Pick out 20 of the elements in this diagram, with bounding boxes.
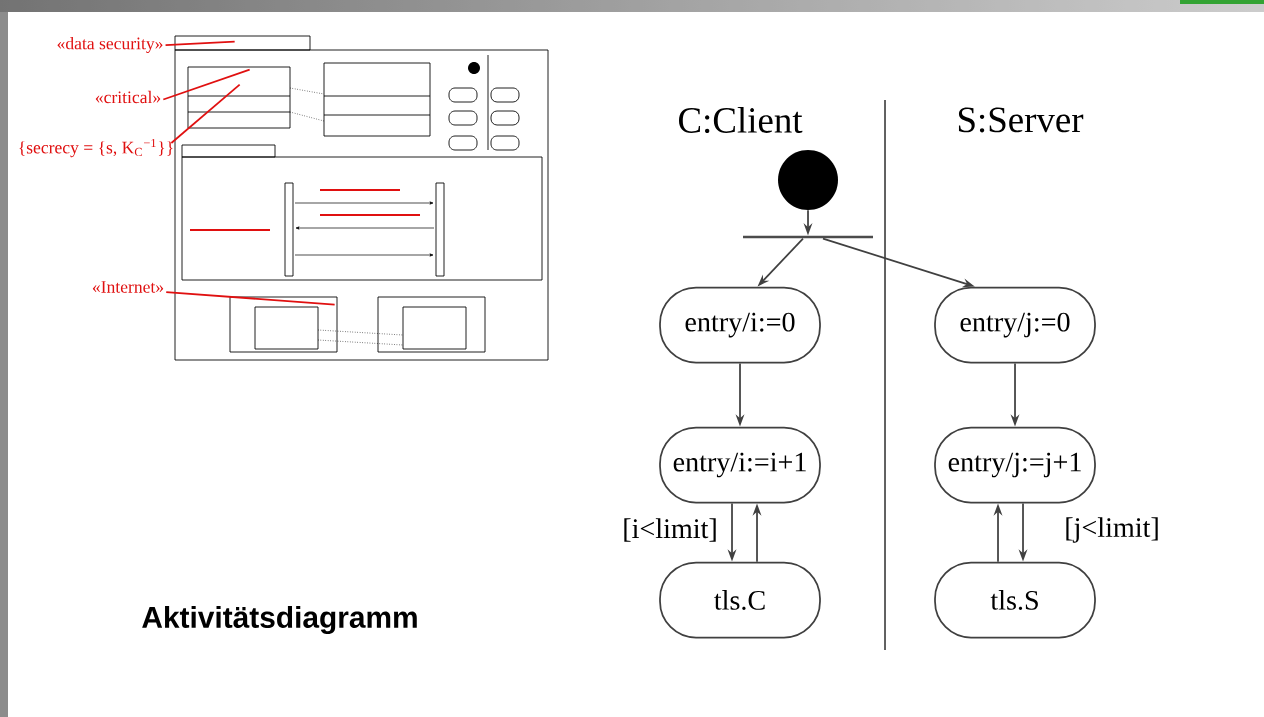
state-box: entry/i:=i+1 [659, 426, 821, 504]
callout-text: «Internet» [92, 281, 164, 293]
leader-line [162, 68, 251, 101]
initial-node [778, 150, 838, 210]
leader-line [165, 291, 336, 306]
fork-bar [743, 235, 873, 239]
state-box: entry/i:=0 [659, 286, 821, 364]
callout-text: «critical» [95, 90, 161, 104]
callout-text: «data security» [57, 37, 163, 53]
guard-label: [j<limit] [1066, 517, 1158, 543]
callout-text: {secrecy = {s, K$_{C}$$^{−1}$}} [19, 138, 173, 158]
lane-title: S:Server [958, 107, 1084, 133]
uml-diagram-drawing [174, 35, 549, 361]
guard-label: [i<limit] [624, 518, 716, 542]
lane-title: C:Client [679, 106, 803, 134]
state-box: tls.S [934, 561, 1096, 639]
state-box: tls.C [659, 561, 821, 639]
state-box: entry/j:=0 [934, 286, 1096, 364]
state-box: entry/j:=j+1 [934, 426, 1096, 504]
slide-title: Aktivitätsdiagramm [142, 606, 417, 634]
